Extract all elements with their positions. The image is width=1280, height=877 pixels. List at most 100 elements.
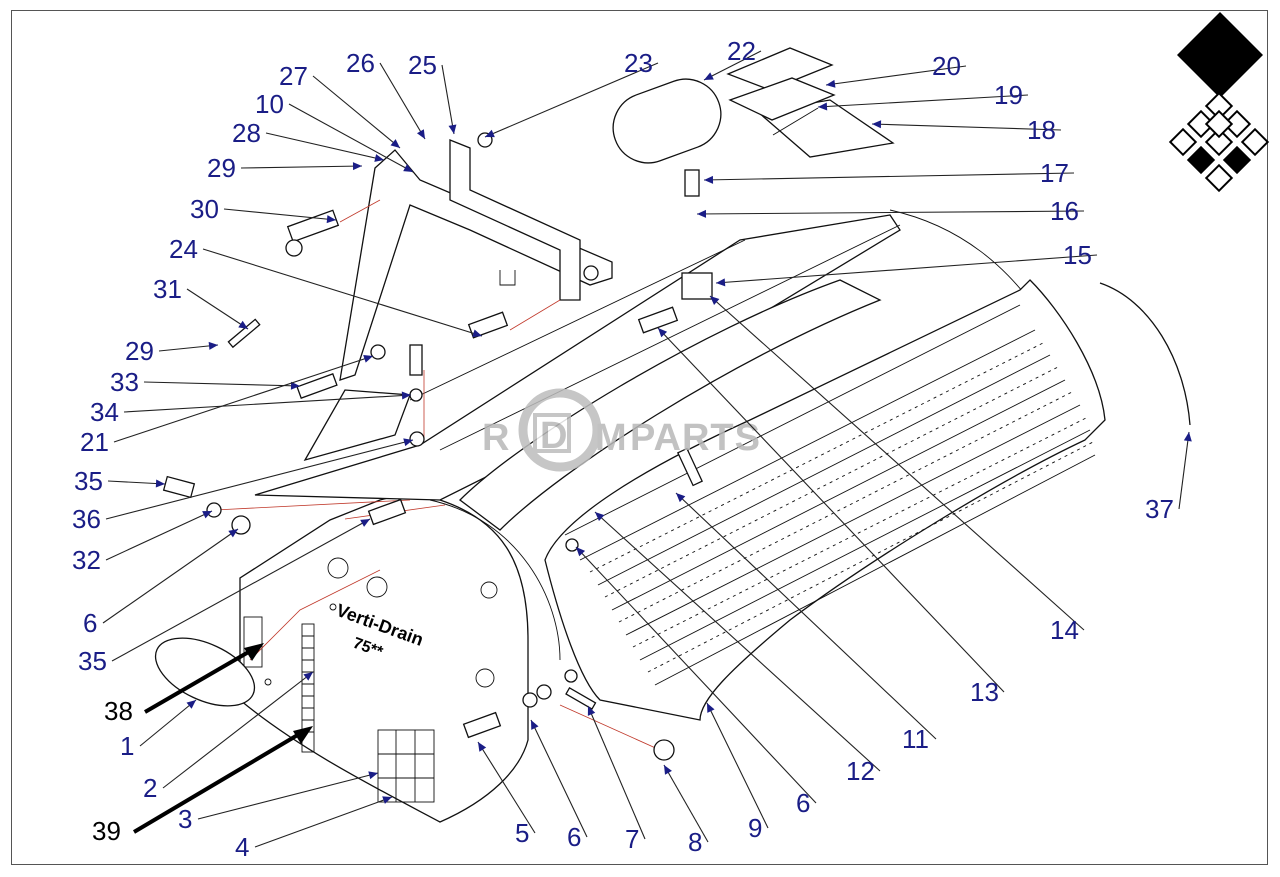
arrowhead-c17	[704, 175, 714, 184]
arrowhead-c18	[872, 120, 882, 129]
callout-number-c29b: 29	[125, 336, 154, 366]
leader-line-c30	[223, 208, 337, 221]
arrowhead-c11	[676, 493, 686, 503]
watermark: R D M PARTS	[482, 388, 760, 472]
bold-callout-b38: 38	[104, 696, 133, 726]
leader-line-c24	[202, 248, 483, 337]
arrowhead-c7	[587, 706, 596, 716]
hitch-frame	[339, 139, 613, 381]
callout-number-c17: 17	[1040, 158, 1069, 188]
leader-line-c29a	[240, 165, 363, 169]
assembly-lines	[214, 199, 661, 751]
leader-line-c13	[657, 327, 1005, 693]
watermark-r: R	[482, 417, 510, 459]
leader-line-c23	[484, 62, 659, 138]
leader-line-c35a	[107, 480, 166, 485]
arrowhead-c35b	[360, 519, 370, 527]
arrowhead-c3	[368, 771, 378, 780]
bold-arrows	[132, 643, 313, 834]
callout-number-c27: 27	[279, 61, 308, 91]
arrowhead-c15	[716, 278, 726, 287]
leader-line-c25	[441, 64, 455, 135]
leader-line-c32	[105, 510, 213, 561]
arrowhead-c29a	[352, 162, 362, 171]
leader-line-c22	[703, 50, 762, 81]
leader-line-c26	[379, 62, 426, 140]
leader-line-c33	[143, 381, 301, 387]
callout-number-c26: 26	[346, 48, 375, 78]
callout-number-c20: 20	[932, 51, 961, 81]
arrowhead-c5	[478, 742, 487, 752]
leader-line-c36	[105, 439, 414, 520]
arrowhead-c22	[704, 72, 714, 80]
leader-line-c11	[675, 492, 937, 740]
leader-line-c29b	[158, 344, 219, 352]
end-plate	[154, 637, 256, 707]
arrowhead-c4	[382, 796, 392, 804]
leader-line-c1	[139, 699, 197, 747]
leader-line-c35b	[111, 518, 371, 662]
arrowhead-c33	[290, 381, 300, 390]
leader-line-c20	[825, 65, 967, 86]
watermark-d: D	[540, 415, 568, 457]
diagram-frame	[11, 10, 1268, 865]
arrowhead-c16	[697, 209, 707, 218]
callout-number-c6a: 6	[567, 822, 581, 852]
callout-number-c36: 36	[72, 504, 101, 534]
arrowhead-c25	[448, 124, 457, 134]
arrowhead-c20	[826, 79, 836, 88]
leader-line-c16	[696, 210, 1085, 215]
callout-number-c12: 12	[846, 756, 875, 786]
leader-line-c21	[113, 355, 374, 443]
leader-line-c15	[715, 254, 1098, 284]
leader-line-c27	[312, 75, 401, 149]
leader-line-c17	[703, 172, 1075, 181]
arrowhead-c19	[818, 102, 828, 111]
leader-line-c8	[663, 764, 709, 843]
callout-number-c9: 9	[748, 813, 762, 843]
arrowhead-c29b	[208, 341, 218, 350]
arrowhead-c6b	[576, 547, 586, 557]
arrowhead-c2	[303, 672, 313, 681]
callout-number-c37: 37	[1145, 494, 1174, 524]
leader-line-c4	[254, 796, 393, 848]
callout-number-c31: 31	[153, 274, 182, 304]
leader-line-c28	[265, 132, 385, 161]
bold-callout-b39: 39	[92, 816, 121, 846]
small-parts	[162, 47, 895, 761]
leader-line-c19	[817, 94, 1029, 108]
callout-number-c14: 14	[1050, 615, 1079, 645]
arrowhead-c36	[403, 438, 413, 447]
callout-number-c8: 8	[688, 827, 702, 857]
arrowhead-c31	[238, 320, 248, 329]
callout-number-c23: 23	[624, 48, 653, 78]
arrowhead-c14	[710, 296, 720, 305]
arrowhead-c6c	[228, 529, 238, 538]
arrowhead-c1	[186, 700, 196, 709]
callout-number-c3: 3	[178, 804, 192, 834]
callout-leaders	[102, 50, 1192, 848]
mesh-hood	[544, 279, 1106, 721]
arrowhead-c10	[403, 164, 413, 172]
leader-line-c10	[288, 103, 414, 173]
callout-number-c25: 25	[408, 50, 437, 80]
arrowhead-c12	[595, 512, 605, 522]
callout-number-c22: 22	[727, 36, 756, 66]
leader-line-c5	[477, 741, 536, 834]
callout-number-c19: 19	[994, 80, 1023, 110]
callout-number-c35a: 35	[74, 466, 103, 496]
arrowhead-c34	[401, 391, 411, 400]
callout-number-c10: 10	[255, 89, 284, 119]
arrowhead-c28	[374, 154, 384, 162]
leader-line-c6a	[530, 719, 588, 838]
callout-number-c6c: 6	[83, 608, 97, 638]
leader-line-c34	[123, 394, 412, 413]
leader-line-c7	[587, 705, 646, 840]
arrowhead-c35a	[155, 479, 165, 488]
callout-number-c6b: 6	[796, 788, 810, 818]
callout-number-c1: 1	[120, 731, 134, 761]
callout-number-c21: 21	[80, 427, 109, 457]
side-panel	[239, 489, 529, 823]
leader-line-c12	[594, 511, 881, 772]
